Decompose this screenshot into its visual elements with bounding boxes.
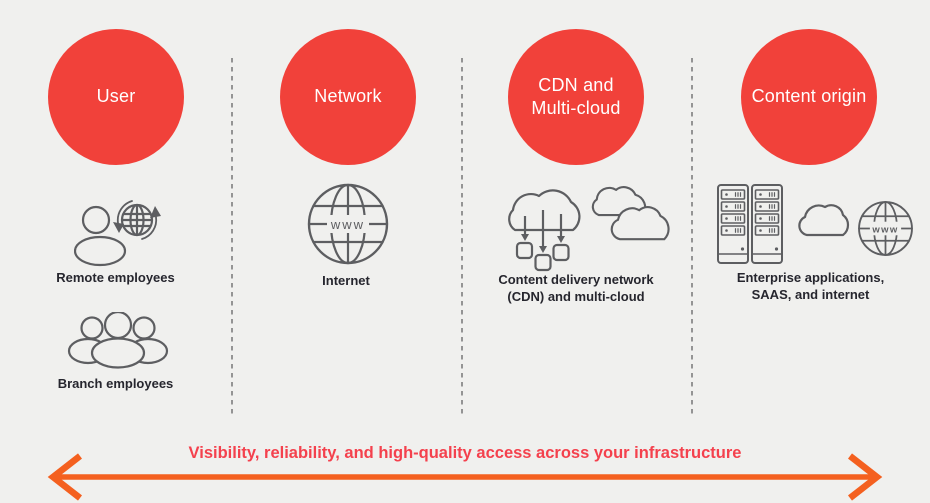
globe-www-text: www (871, 225, 898, 236)
icon-label: Content delivery network (CDN) and multi… (498, 272, 654, 305)
circle-title: User (96, 86, 136, 107)
circle-title: Content origin (751, 86, 867, 107)
icon-label: Enterprise applications, SAAS, and inter… (736, 270, 885, 303)
globe-www-text: www (330, 217, 365, 232)
icon-label: Branch employees (57, 376, 174, 391)
circle-network: Network (280, 29, 416, 165)
footer-caption: Visibility, reliability, and high-qualit… (188, 444, 742, 462)
server-racks-icon (716, 183, 784, 265)
column-divider (461, 58, 463, 415)
circle-user: User (48, 29, 184, 165)
cdn-cloud-icon (497, 184, 589, 272)
circle-title: Network (314, 86, 382, 107)
person-globe-icon (74, 195, 166, 267)
column-divider (231, 58, 233, 415)
multi-cloud-icon (589, 183, 674, 247)
double-arrow (40, 451, 890, 501)
icon-label: Remote employees (56, 270, 175, 285)
globe-www-small-icon: www (857, 200, 914, 257)
icon-label: Internet (322, 273, 370, 288)
globe-www-icon: www (306, 182, 390, 266)
circle-content-origin: Content origin (741, 29, 877, 165)
people-group-icon (66, 312, 170, 370)
column-divider (691, 58, 693, 415)
circle-cdn-multicloud: CDN and Multi-cloud (508, 29, 644, 165)
cloud-icon (791, 197, 855, 239)
circle-title: CDN and Multi-cloud (531, 74, 621, 118)
